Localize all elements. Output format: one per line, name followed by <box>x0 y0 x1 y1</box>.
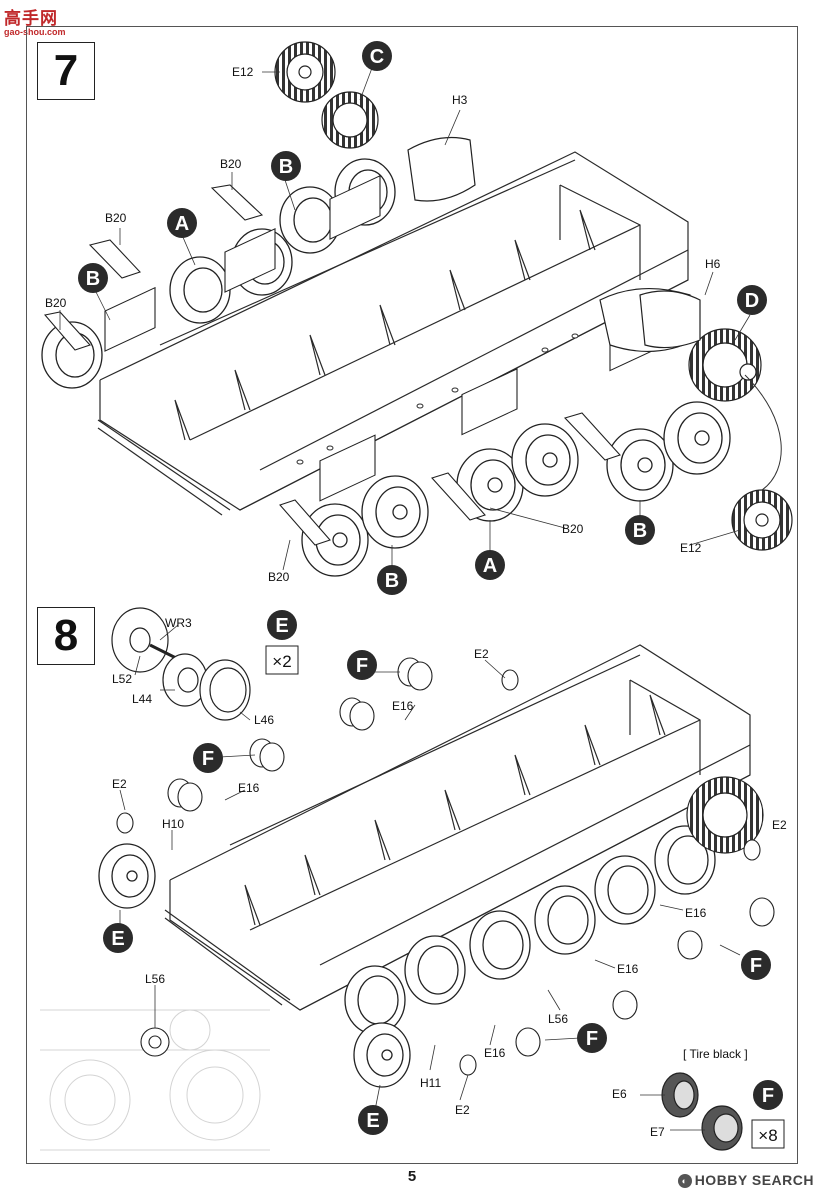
badge-B: B <box>633 520 647 542</box>
step-8-road-wheels <box>344 825 716 1035</box>
step-8-sprocket <box>686 776 764 854</box>
badge-B: B <box>279 156 293 178</box>
step-8-return-rollers <box>116 657 775 1076</box>
road-wheel <box>663 401 731 475</box>
badge-F: F <box>356 655 368 677</box>
road-wheel <box>511 423 579 497</box>
label-E2: E2 <box>474 647 489 661</box>
label-E16: E16 <box>617 962 639 976</box>
label-H6: H6 <box>705 257 721 271</box>
road-wheel <box>279 186 341 254</box>
road-wheel <box>606 428 674 502</box>
label-B20: B20 <box>220 157 242 171</box>
label-WR3: WR3 <box>165 616 192 630</box>
page-frame <box>26 26 798 1164</box>
step-8-labels: WR3 L52 L44 L46 E2 E16 E16 E2 H10 E2 E16… <box>112 616 787 1139</box>
badge-E: E <box>111 928 124 950</box>
step-7-number: 7 <box>37 42 95 100</box>
label-E2: E2 <box>772 818 787 832</box>
label-L56: L56 <box>548 1012 568 1026</box>
step-7-leaders <box>59 67 782 571</box>
watermark: 高手网 gao-shou.com <box>4 4 66 37</box>
step-7-arms <box>43 184 621 546</box>
label-L52: L52 <box>112 672 132 686</box>
label-B20: B20 <box>268 570 290 584</box>
label-E12: E12 <box>232 65 254 79</box>
badge-B: B <box>385 570 399 592</box>
label-E16: E16 <box>238 781 260 795</box>
label-H10: H10 <box>162 817 184 831</box>
page-number: 5 <box>407 1168 417 1185</box>
road-wheel <box>344 965 406 1035</box>
step-8-badges: E F F E F F E F <box>103 610 783 1135</box>
road-wheel <box>169 256 231 324</box>
label-L56: L56 <box>145 972 165 986</box>
label-tire-black: [ Tire black ] <box>683 1047 748 1061</box>
label-L44: L44 <box>132 692 152 706</box>
road-wheel <box>301 503 369 577</box>
label-E16: E16 <box>685 906 707 920</box>
hobby-search-logo-icon: ◐ <box>677 1174 692 1188</box>
road-wheel <box>534 885 596 955</box>
badge-A: A <box>483 555 497 577</box>
step-8-idler-wheels <box>98 843 411 1088</box>
step-8-wheel-exploded <box>111 607 251 721</box>
step-7-suspension <box>104 174 666 502</box>
step-8-hull <box>164 644 751 1011</box>
badge-F: F <box>762 1085 774 1107</box>
footer-brand-text: HOBBY SEARCH <box>694 1172 814 1188</box>
label-E6: E6 <box>612 1087 627 1101</box>
badge-F: F <box>750 955 762 977</box>
badge-E: E <box>366 1110 379 1132</box>
step-7-hull <box>97 151 689 516</box>
label-H11: H11 <box>420 1076 441 1090</box>
label-H3: H3 <box>452 93 468 107</box>
step-7-labels: E12 H3 B20 B20 B20 H6 B20 E12 B20 <box>45 65 721 584</box>
watermark-bottom: gao-shou.com <box>4 27 66 37</box>
label-B20: B20 <box>105 211 127 225</box>
badge-F: F <box>586 1028 598 1050</box>
label-E16: E16 <box>484 1046 506 1060</box>
badge-C: C <box>370 46 384 68</box>
badge-D: D <box>745 290 759 312</box>
step-7-covers <box>407 136 701 352</box>
label-E7: E7 <box>650 1125 665 1139</box>
step-8-number: 8 <box>37 607 95 665</box>
step-7-badges: C B A B D B A B <box>78 41 767 595</box>
label-E16: E16 <box>392 699 414 713</box>
step-7-sprockets <box>274 41 793 551</box>
watermark-top: 高手网 <box>4 9 58 28</box>
label-B20: B20 <box>45 296 67 310</box>
road-wheel <box>594 855 656 925</box>
step-8-multipliers: ×2 ×8 <box>265 645 785 1149</box>
road-wheel <box>654 825 716 895</box>
footer-brand: ◐HOBBY SEARCH <box>677 1172 814 1188</box>
label-E12: E12 <box>680 541 702 555</box>
label-E2: E2 <box>112 777 127 791</box>
road-wheel <box>404 935 466 1005</box>
badge-E: E <box>275 615 288 637</box>
multiplier-x2: ×2 <box>272 652 291 671</box>
label-E2: E2 <box>455 1103 470 1117</box>
badge-B: B <box>86 268 100 290</box>
label-L46: L46 <box>254 713 274 727</box>
step-7-road-wheels <box>41 158 731 577</box>
step-7-holes <box>296 333 579 465</box>
label-B20: B20 <box>562 522 584 536</box>
badge-A: A <box>175 213 189 235</box>
road-wheel <box>469 910 531 980</box>
road-wheel <box>361 475 429 549</box>
badge-F: F <box>202 748 214 770</box>
step-8-tire-group <box>661 1072 743 1151</box>
step-8-L56-detail <box>140 1027 170 1057</box>
multiplier-x8: ×8 <box>758 1126 777 1145</box>
